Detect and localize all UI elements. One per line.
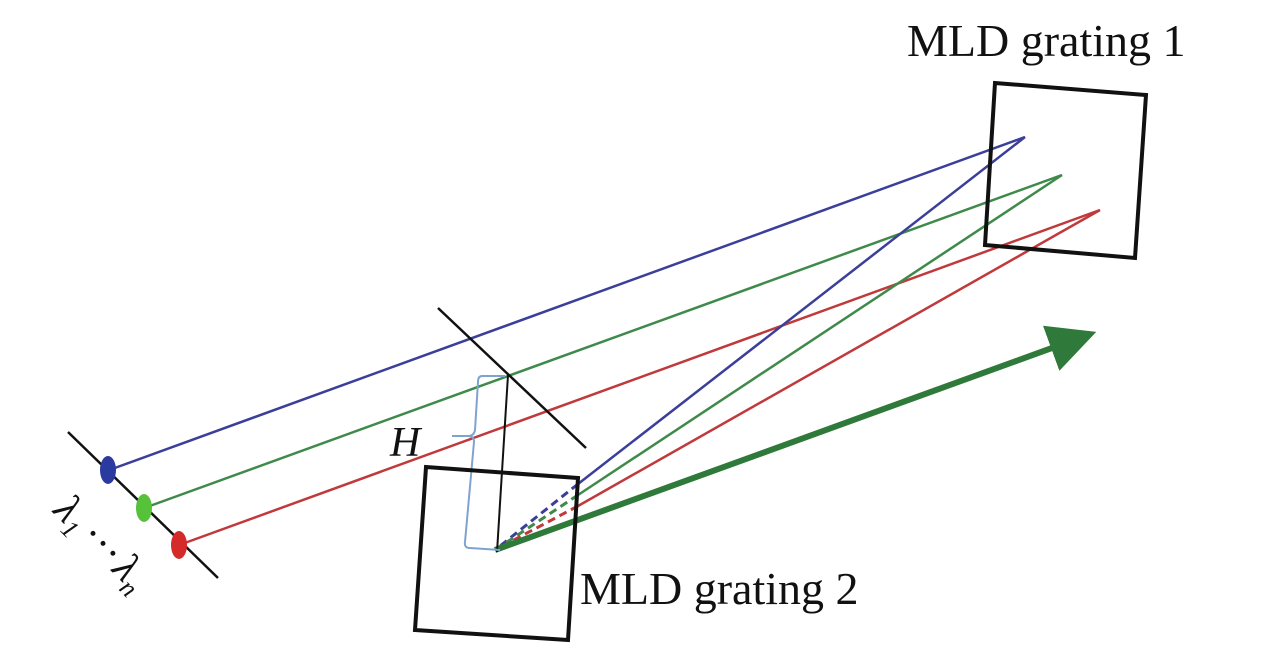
- grating-1-label: MLD grating 1: [907, 15, 1186, 66]
- green-ray-diffracted: [577, 173, 1063, 497]
- green-ray-incident: [146, 173, 1063, 509]
- green-ray-dashed: [494, 493, 579, 552]
- blue-ray-incident: [111, 135, 1026, 471]
- source-dot-green: [136, 494, 152, 522]
- mld-grating-2: [412, 464, 581, 643]
- normal-line: [496, 374, 509, 553]
- wavefront-line: [437, 307, 587, 449]
- height-bracket: [452, 375, 505, 551]
- output-beam-arrow: [493, 325, 1097, 553]
- red-ray-incident: [181, 208, 1101, 546]
- source-dot-red: [171, 531, 187, 559]
- source-dot-blue: [100, 456, 116, 484]
- blue-ray-dashed: [494, 482, 579, 552]
- grating-2-label: MLD grating 2: [580, 563, 859, 614]
- height-label: H: [389, 420, 423, 466]
- red-ray-diffracted: [577, 208, 1101, 508]
- mld-grating-1: [982, 80, 1149, 261]
- blue-ray-diffracted: [577, 136, 1026, 485]
